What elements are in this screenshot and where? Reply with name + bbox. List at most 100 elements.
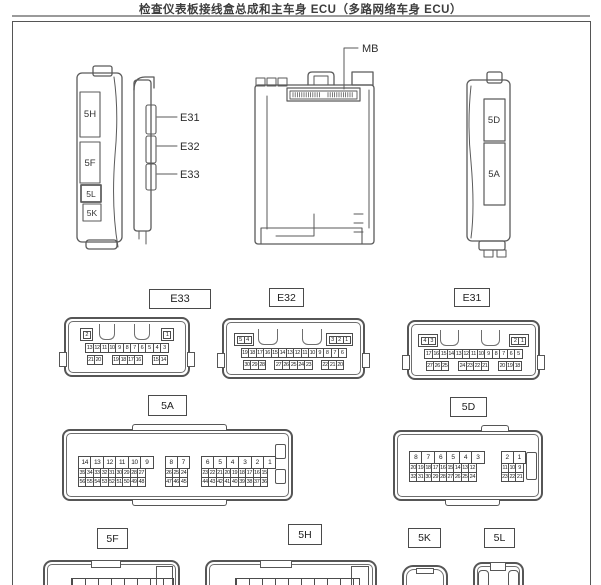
- front-label-5L: 5L: [86, 189, 96, 199]
- housing-latch: [526, 452, 537, 480]
- guide-slot: [257, 329, 278, 345]
- housing-tab: [490, 562, 506, 571]
- housing-tab: [445, 500, 500, 506]
- pin-cell: 23: [304, 360, 313, 370]
- housing-latch: [275, 444, 286, 459]
- slot-5L: [80, 184, 102, 203]
- pin-cells-partial: [235, 578, 360, 585]
- slot-5F: [79, 141, 101, 184]
- ear-right: [187, 352, 195, 367]
- pin-cell: 1: [518, 336, 527, 345]
- connector-label-5A: 5A: [148, 395, 187, 416]
- guide-slot: [481, 330, 500, 346]
- front-right-body: [466, 79, 511, 242]
- housing-ear: [478, 570, 489, 585]
- connector-5K-partial: [402, 565, 448, 585]
- callout-E32: E32: [180, 141, 200, 153]
- pin-row: 2: [82, 330, 91, 339]
- pin-cell: 9: [140, 456, 154, 469]
- connector-label-5H: 5H: [288, 524, 322, 545]
- housing-inner: [226, 322, 361, 375]
- pin-cell: 36: [259, 477, 269, 487]
- mb-connector-strip: [286, 87, 361, 102]
- page-title: 检查仪表板接线盒总成和主车身 ECU（多路网络车身 ECU）: [139, 4, 462, 16]
- pin-cell: 21: [480, 361, 489, 371]
- guide-slot: [98, 324, 115, 340]
- pin-cell: 18: [513, 361, 522, 371]
- title-underline: [12, 15, 590, 17]
- housing-tab: [132, 424, 227, 430]
- side-slot-E31: [145, 104, 157, 135]
- pin-cell: 14: [159, 355, 168, 365]
- front-label-5H: 5H: [84, 109, 96, 120]
- pin-cell: 1: [163, 330, 172, 339]
- top-left-box: 2: [80, 328, 94, 341]
- housing-latch: [275, 469, 286, 484]
- housing-inner: [66, 433, 289, 497]
- connector-label-5F: 5F: [97, 528, 128, 549]
- ecu-overview-drawing: 5H 5F 5L 5K 5D 5A E31 E32 E33 MB: [76, 43, 511, 258]
- housing-tab: [481, 425, 509, 431]
- pin-cell: 20: [94, 355, 103, 365]
- pin-cell: 45: [179, 477, 188, 487]
- ear-left: [402, 355, 410, 370]
- pin-cell: 2: [82, 330, 91, 339]
- ear-right: [362, 353, 370, 368]
- housing-tab: [91, 560, 121, 568]
- slot-5D: [483, 98, 506, 142]
- callout-MB: MB: [362, 43, 379, 55]
- ear-left: [59, 352, 67, 367]
- housing-inner: [397, 434, 539, 497]
- leader-MB: [343, 47, 359, 90]
- pin-cell: 3: [160, 343, 169, 353]
- pin-cell: 3: [471, 451, 485, 464]
- callout-E31: E31: [180, 112, 200, 124]
- housing-inner: [68, 321, 186, 373]
- pin-cell: 24: [468, 472, 477, 482]
- ear-left: [217, 353, 225, 368]
- pin-cell: 20: [335, 360, 345, 370]
- callout-E33: E33: [180, 169, 200, 181]
- pin-cells-partial: [71, 578, 174, 585]
- guide-slot: [301, 329, 322, 345]
- housing-inner: [411, 324, 536, 376]
- housing-tab: [132, 500, 227, 506]
- front-left-top-tab: [92, 65, 113, 77]
- slot-5A: [483, 142, 506, 206]
- front-left-body: [76, 72, 123, 243]
- pin-cell: 6: [338, 348, 347, 358]
